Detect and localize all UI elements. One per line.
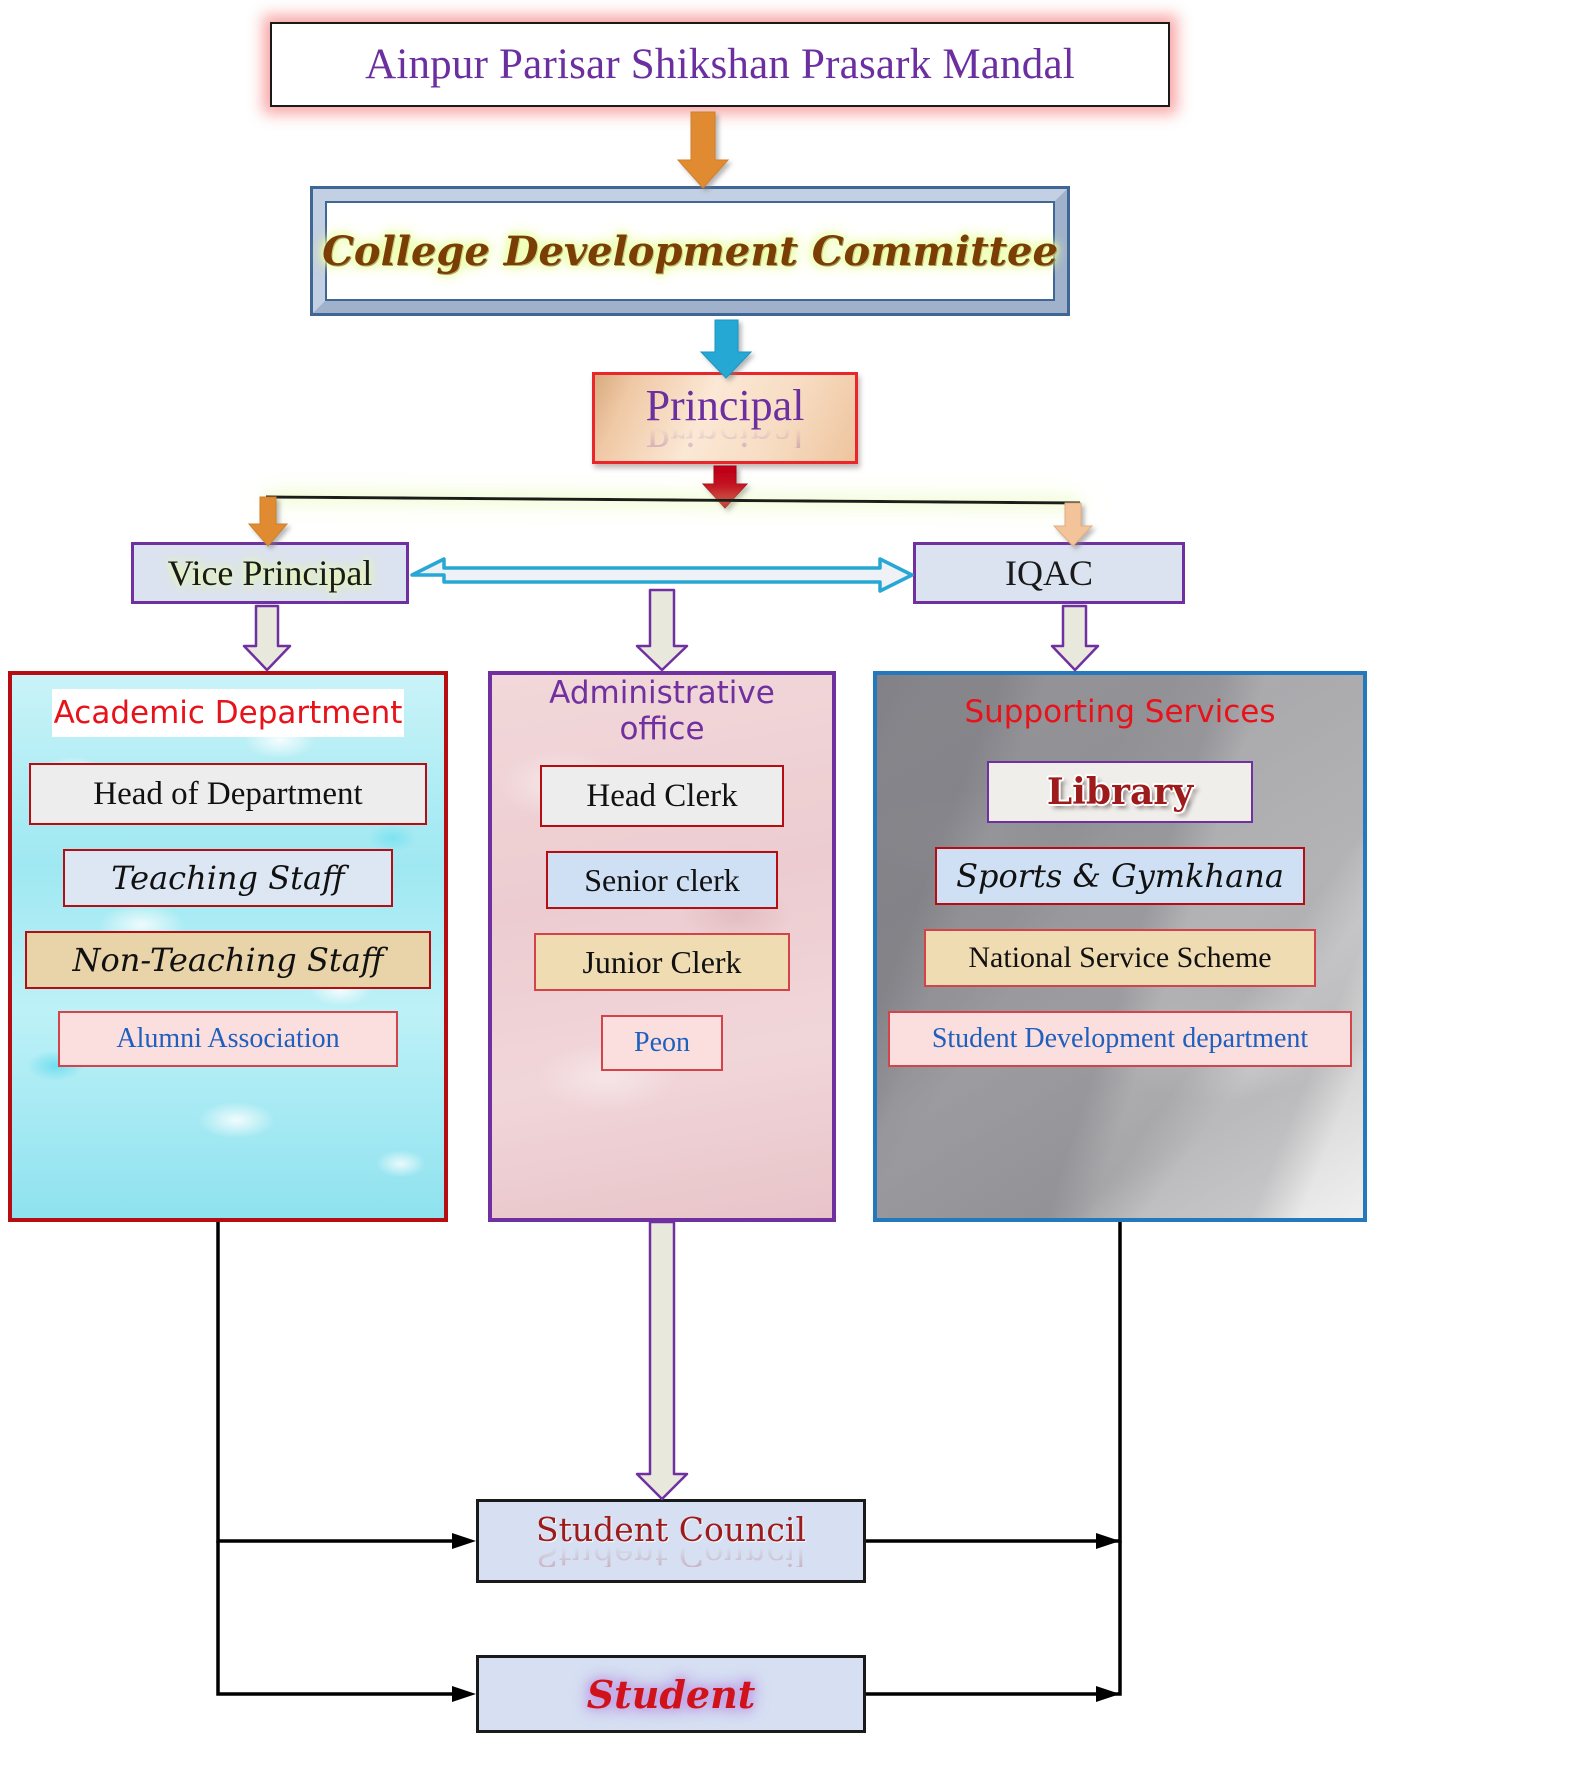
college-development-committee-label: College Development Committee xyxy=(322,227,1058,275)
principal-label: Principal xyxy=(645,380,805,430)
academic-item-non-teaching-staff-label: Non-Teaching Staff xyxy=(72,941,384,979)
academic-item-teaching-staff-label: Teaching Staff xyxy=(111,859,345,897)
supporting-item-student-development-department-label: Student Development department xyxy=(931,1023,1309,1054)
administrative-office-panel: Administrative office Head Clerk Senior … xyxy=(488,671,836,1222)
supporting-panel-content: Supporting Services Library Sports & Gym… xyxy=(877,675,1363,1218)
supporting-item-library-label: Library xyxy=(1046,771,1194,813)
administrative-office-title: Administrative office xyxy=(512,675,812,747)
administrative-item-head-clerk: Head Clerk xyxy=(540,765,784,827)
academic-panel-content: Academic Department Head of Department T… xyxy=(12,675,444,1218)
arrow-principal-to-branch xyxy=(701,465,749,509)
iqac-box: IQAC xyxy=(913,542,1185,604)
academic-department-title: Academic Department xyxy=(52,689,404,737)
student-label: Student xyxy=(586,1671,756,1717)
student-council-label: Student Council xyxy=(536,1509,806,1549)
academic-item-alumni-association: Alumni Association xyxy=(58,1011,398,1067)
administrative-item-senior-clerk: Senior clerk xyxy=(546,851,778,909)
arrow-admin-to-student-council xyxy=(635,1220,689,1501)
supporting-item-sports-gymkhana: Sports & Gymkhana xyxy=(935,847,1305,905)
academic-department-title-text: Academic Department xyxy=(53,695,403,731)
arrow-title-to-committee xyxy=(676,111,730,189)
academic-item-head-of-department-label: Head of Department xyxy=(93,775,363,812)
academic-item-head-of-department: Head of Department xyxy=(29,763,427,825)
supporting-item-national-service-scheme: National Service Scheme xyxy=(924,929,1316,987)
arrow-center-to-admin xyxy=(635,588,689,672)
administrative-item-head-clerk-label: Head Clerk xyxy=(586,777,738,814)
student-council-label-reflection: Student Council xyxy=(536,1545,806,1567)
academic-item-teaching-staff: Teaching Staff xyxy=(63,849,393,907)
supporting-services-panel: Supporting Services Library Sports & Gym… xyxy=(873,671,1367,1222)
arrow-vice-principal-iqac-link xyxy=(410,557,914,593)
connector-supporting-to-student-council xyxy=(866,1222,1122,1549)
supporting-services-title-text: Supporting Services xyxy=(964,694,1276,730)
administrative-item-peon: Peon xyxy=(601,1015,723,1071)
connector-academic-to-student-council xyxy=(216,1222,476,1549)
branch-horizontal-line xyxy=(265,495,1081,505)
academic-item-alumni-association-label: Alumni Association xyxy=(116,1023,340,1054)
administrative-panel-content: Administrative office Head Clerk Senior … xyxy=(492,675,832,1218)
student-box: Student xyxy=(476,1655,866,1733)
iqac-label: IQAC xyxy=(1005,553,1093,593)
administrative-office-title-text: Administrative office xyxy=(549,675,775,747)
arrow-committee-to-principal xyxy=(699,319,753,379)
supporting-item-library: Library xyxy=(987,761,1253,823)
academic-department-panel: Academic Department Head of Department T… xyxy=(8,671,448,1222)
college-development-committee-box: College Development Committee xyxy=(310,186,1070,316)
academic-item-non-teaching-staff: Non-Teaching Staff xyxy=(25,931,431,989)
administrative-item-peon-label: Peon xyxy=(634,1027,690,1058)
college-development-committee-inner: College Development Committee xyxy=(322,201,1058,301)
arrow-branch-to-vice-principal xyxy=(247,496,289,547)
organisation-title: Ainpur Parisar Shikshan Prasark Mandal xyxy=(270,22,1170,107)
principal-box: Principal Principal xyxy=(592,372,858,464)
arrow-vice-principal-to-academic xyxy=(242,604,292,672)
student-council-box: Student Council Student Council xyxy=(476,1499,866,1583)
connector-academic-to-student xyxy=(216,1541,476,1702)
supporting-item-sports-gymkhana-label: Sports & Gymkhana xyxy=(956,857,1284,895)
vice-principal-box: Vice Principal xyxy=(131,542,409,604)
arrow-branch-to-iqac xyxy=(1052,502,1094,547)
vice-principal-label: Vice Principal xyxy=(167,553,373,593)
supporting-services-title: Supporting Services xyxy=(925,689,1315,735)
administrative-item-junior-clerk-label: Junior Clerk xyxy=(582,943,742,980)
connector-supporting-to-student xyxy=(866,1541,1122,1702)
supporting-item-national-service-scheme-label: National Service Scheme xyxy=(968,941,1272,974)
principal-label-reflection: Principal xyxy=(646,426,805,448)
supporting-item-student-development-department: Student Development department xyxy=(888,1011,1352,1067)
administrative-item-senior-clerk-label: Senior clerk xyxy=(584,861,740,898)
administrative-item-junior-clerk: Junior Clerk xyxy=(534,933,790,991)
arrow-iqac-to-supporting xyxy=(1050,604,1100,672)
organisation-title-text: Ainpur Parisar Shikshan Prasark Mandal xyxy=(365,41,1075,88)
